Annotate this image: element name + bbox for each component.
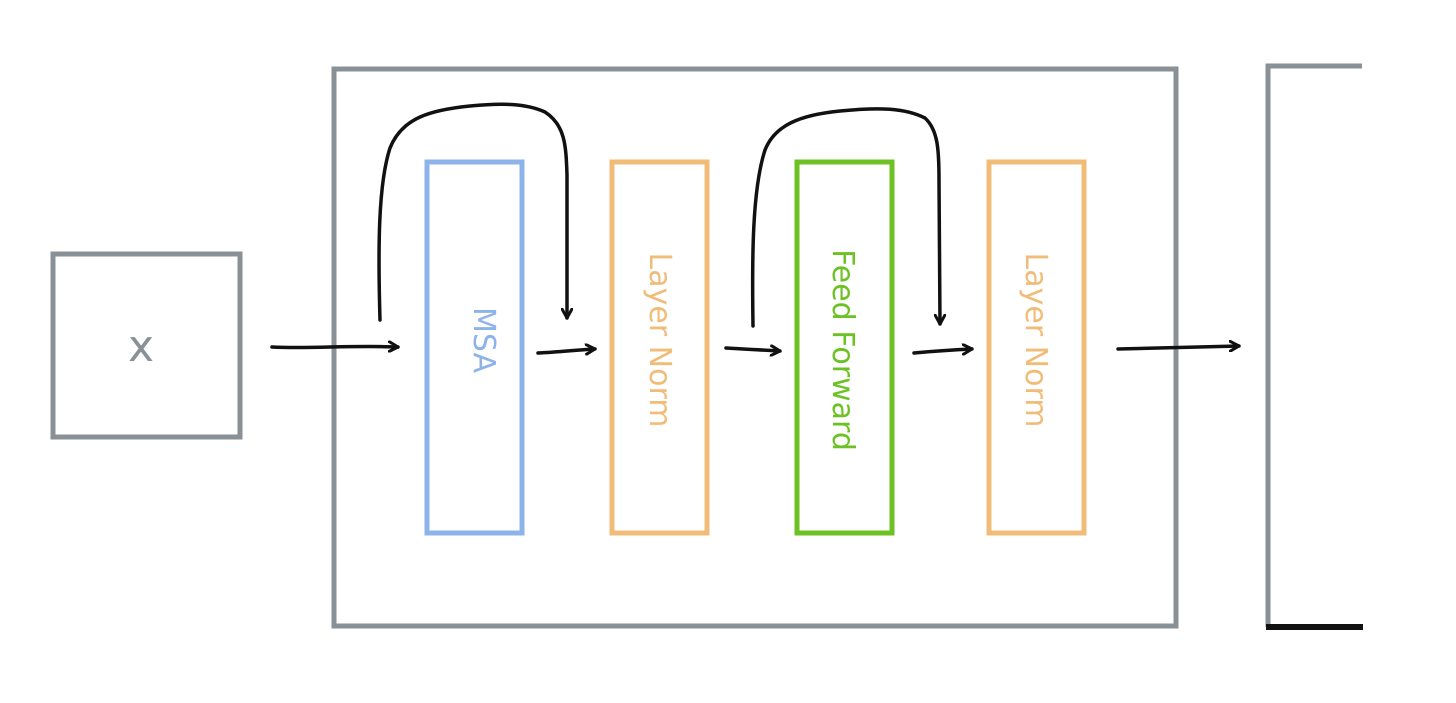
layer-norm-block-2	[986, 159, 1087, 536]
input-box	[50, 251, 243, 440]
layer-norm-block-1	[609, 159, 710, 536]
residual-arrow-1	[377, 102, 567, 322]
msa-block	[424, 159, 525, 536]
feed-forward-label: Feed Forward	[825, 249, 860, 451]
arrow-input-to-msa	[270, 346, 400, 347]
msa-label: MSA	[466, 307, 501, 373]
feed-forward-block	[794, 159, 895, 536]
arrow-norm-to-output	[1116, 346, 1241, 349]
residual-arrow-2	[750, 107, 940, 328]
layer-norm-label-1: Layer Norm	[642, 252, 677, 427]
output-bracket	[1265, 63, 1362, 627]
layer-norm-label-2: Layer Norm	[1018, 252, 1053, 427]
input-label: x	[128, 321, 154, 372]
arrow-norm-to-ffn	[724, 348, 782, 351]
arrow-msa-to-norm	[536, 349, 597, 353]
arrow-ffn-to-norm	[912, 349, 974, 353]
